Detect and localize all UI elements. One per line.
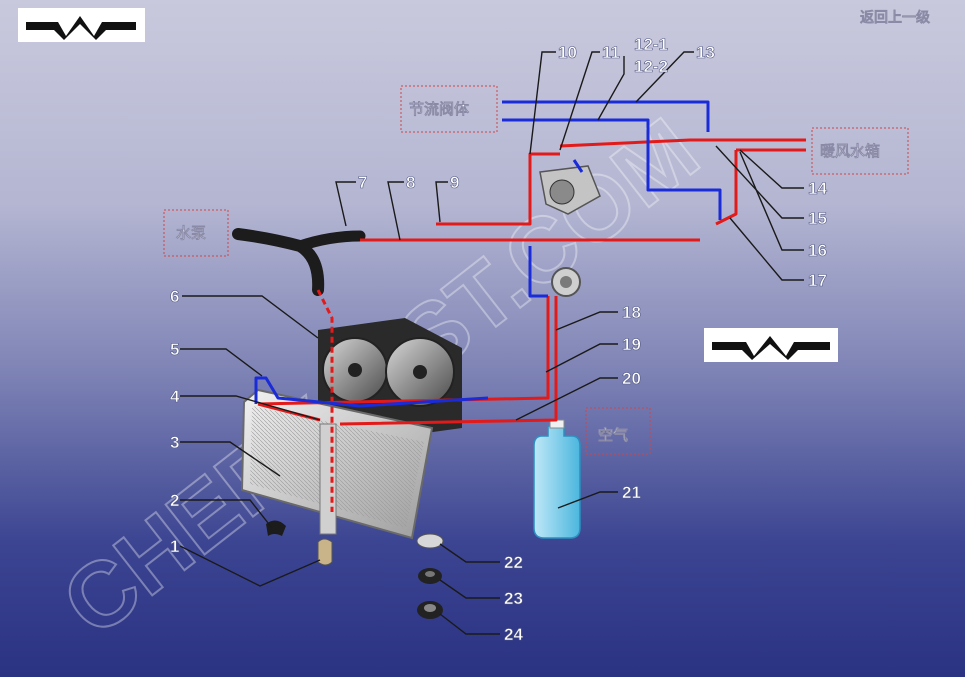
part-label-17: 17	[808, 271, 827, 290]
leader-lines	[179, 51, 804, 635]
hot-coolant-lines	[257, 138, 806, 512]
part-label-3: 3	[170, 433, 179, 452]
water-pump-hose	[232, 228, 366, 296]
cooling-fan-assembly	[318, 318, 462, 440]
heater-core-label: 暖风水箱	[820, 142, 880, 160]
part-label-18: 18	[622, 303, 641, 322]
chery-logo-icon	[704, 328, 838, 362]
air-label: 空气	[598, 426, 628, 444]
part-label-23: 23	[504, 589, 523, 608]
part-label-21: 21	[622, 483, 641, 502]
part-label-14: 14	[808, 179, 827, 198]
part-label-2: 2	[170, 491, 179, 510]
rubber-grommet	[418, 568, 442, 584]
part-label-20: 20	[622, 369, 641, 388]
rubber-bushing	[417, 601, 443, 619]
part-label-5: 5	[170, 340, 179, 359]
part-label-8: 8	[406, 173, 415, 192]
part-label-16: 16	[808, 241, 827, 260]
air-callout: 空气	[585, 407, 651, 455]
water-pump-label: 水泵	[176, 224, 206, 242]
part-label-12-2: 12-2	[634, 57, 668, 76]
part-label-24: 24	[504, 625, 523, 644]
part-label-6: 6	[170, 287, 179, 306]
part-label-1: 1	[170, 537, 179, 556]
part-label-9: 9	[450, 173, 459, 192]
part-label-19: 19	[622, 335, 641, 354]
water-pump-callout: 水泵	[163, 209, 229, 257]
radiator-clip	[266, 520, 286, 536]
back-link[interactable]: 返回上一级	[860, 9, 931, 27]
radiator-bracket	[317, 538, 333, 566]
thermostat-housing	[551, 267, 581, 297]
expansion-tank	[533, 419, 581, 539]
throttle-body	[539, 165, 601, 215]
part-label-10: 10	[558, 43, 577, 62]
coolant-cap	[416, 533, 444, 549]
part-label-11: 11	[602, 43, 620, 62]
part-label-12-1: 12-1	[634, 35, 668, 54]
part-label-22: 22	[504, 553, 523, 572]
part-label-7: 7	[358, 173, 367, 192]
heater-core-callout: 暖风水箱	[811, 127, 909, 175]
chery-logo-icon	[18, 8, 145, 42]
part-label-4: 4	[170, 387, 180, 406]
part-label-13: 13	[696, 43, 715, 62]
throttle-body-label: 节流阀体	[409, 100, 470, 118]
cold-coolant-lines	[254, 100, 722, 408]
throttle-body-callout: 节流阀体	[400, 85, 498, 133]
part-label-15: 15	[808, 209, 827, 228]
